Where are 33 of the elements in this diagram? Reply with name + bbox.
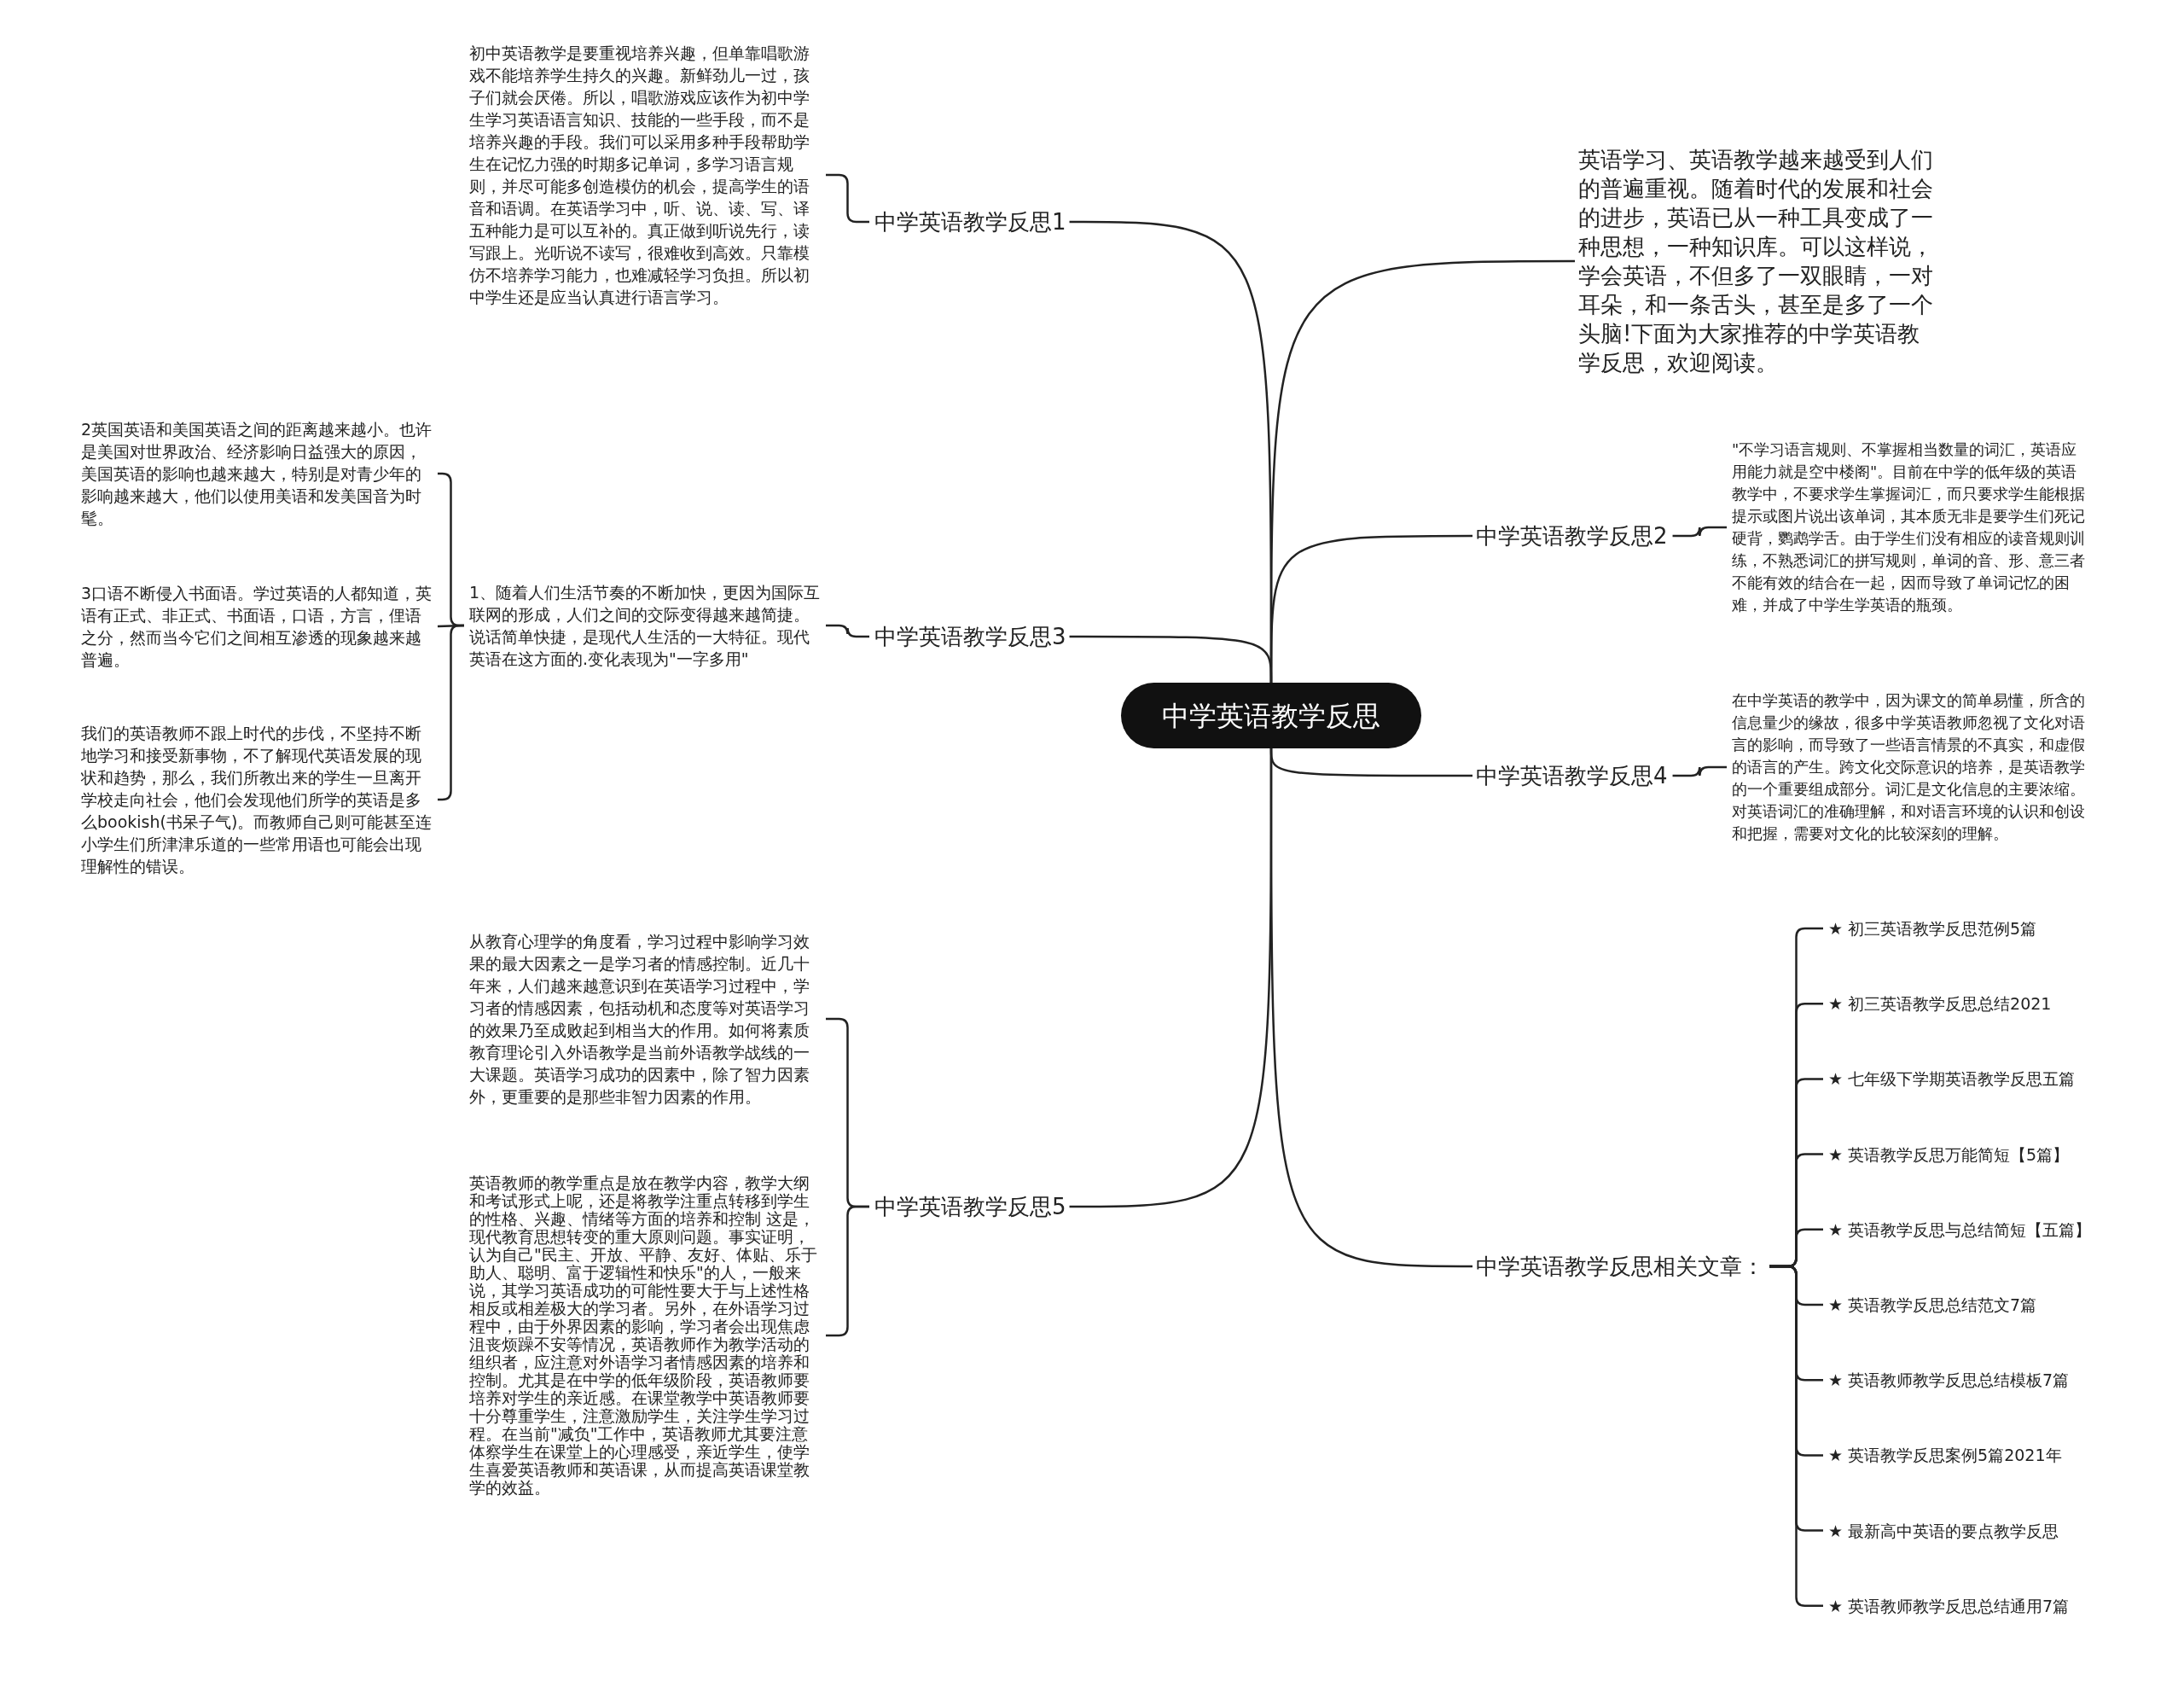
branch-topic: 中学英语教学反思2: [1476, 519, 1668, 553]
connector-line: [1069, 635, 1273, 683]
connector-line: [1269, 748, 1472, 1268]
note-text: 在中学英语的教学中，因为课文的简单易懂，所含的信息量少的缘故，很多中学英语教师忽视了文化对语言的影响，而导致了一些语言情景的不真实，和虚假的语言的产生。跨文化交际意识的培养，是英语教学的一个重要组成部分。词汇是文化信息的主要浓缩。对英语词汇的准确理解，和对语言环境的认识和创设和把握，需要对文化的比较深刻的理解。: [1732, 689, 2090, 845]
branch-topic: 中学英语教学反思3: [874, 620, 1066, 654]
note-text: 初中英语教学是要重视培养兴趣，但单靠唱歌游戏不能培养学生持久的兴趣。新鲜劲儿一过，孩子们就会厌倦。所以，唱歌游戏应该作为初中学生学习英语语言知识、技能的一些手段，而不是培养兴趣的手段。我们可以采用多种手段帮助学生在记忆力强的时期多记单词，多学习语言规则，并尽可能多创造模仿的机会，提高学生的语音和语调。在英语学习中，听、说、读、写、译五种能力是可以互补的。真正做到听说先行，读写跟上。光听说不读写，很难收到高效。只靠模仿不培养学习能力，也难减轻学习负担。所以初中学生还是应当认真进行语言学习。: [469, 42, 821, 308]
note-text: 3口语不断侵入书面语。学过英语的人都知道，英语有正式、非正式、书面语，口语，方言，俚语之分，然而当今它们之间相互渗透的现象越来越普遍。: [81, 582, 433, 671]
note-text: 1、随着人们生活节奏的不断加快，更因为国际互联网的形成，人们之间的交际变得越来越简捷。说话简单快捷，是现代人生活的一大特征。现代英语在这方面的.变化表现为"一字多用": [469, 581, 821, 670]
list-item: ★ 七年级下学期英语教学反思五篇: [1828, 1066, 2076, 1092]
list-item: ★ 英语教学反思总结范文7篇: [1828, 1292, 2037, 1318]
note-text: 英语教师的教学重点是放在教学内容，教学大纲和考试形式上呢，还是将教学注重点转移到学生的性格、兴趣、情绪等方面的培养和控制 这是，现代教育思想转变的重大原则问题。事实证明，认为自己"民主、开放、平静、友好、体贴、乐于助人、聪明、富于逻辑性和快乐"的人，一般来说，其学习英语成功的可能性要大于与上述性格相反或相差极大的学习者。另外，在外语学习过程中，由于外界因素的影响，学习者会出现焦虑沮丧烦躁不安等情况，英语教师作为教学活动的组织者，应注意对外语学习者情感因素的培养和控制。尤其是在中学的低年级阶段，英语教师要培养对学生的亲近感。在课堂教学中英语教师要十分尊重学生，注意激励学生，关注学生学习过程。在当前"减负"工作中，英语教师尤其要注意体察学生在课堂上的心理感受，亲近学生，使学生喜爱英语教师和英语课，从而提高英语课堂教学的效益。: [469, 1174, 821, 1497]
list-item: ★ 英语教师教学反思总结模板7篇: [1828, 1367, 2070, 1394]
connector-line: [1672, 765, 1727, 777]
list-item: ★ 英语教学反思与总结简短【五篇】: [1828, 1216, 2092, 1242]
list-item: ★ 英语教学反思万能简短【5篇】: [1828, 1141, 2070, 1167]
connector-line: [826, 624, 869, 638]
connector-line: [826, 173, 869, 224]
list-item: ★ 英语教师教学反思总结通用7篇: [1828, 1592, 2070, 1619]
branch-topic: 中学英语教学反思相关文章：: [1476, 1249, 1764, 1283]
list-item: ★ 初三英语教学反思总结2021: [1828, 991, 2052, 1017]
list-item: ★ 最新高中英语的要点教学反思: [1828, 1517, 2059, 1544]
root-topic: 中学英语教学反思: [1121, 683, 1421, 748]
list-item: ★ 初三英语教学反思范例5篇: [1828, 916, 2037, 941]
branch-topic: 中学英语教学反思1: [874, 205, 1066, 239]
branch-topic: 中学英语教学反思5: [874, 1190, 1066, 1224]
list-item: ★ 英语教学反思案例5篇2021年: [1828, 1442, 2062, 1469]
note-text: 我们的英语教师不跟上时代的步伐，不坚持不断地学习和接受新事物，不了解现代英语发展的现状和趋势，那么，我们所教出来的学生一旦离开学校走向社会，他们会发现他们所学的英语是多么bookish(书呆子气)。而教师自己则可能甚至连小学生们所津津乐道的一些常用语也可能会出现理解性的错误。: [81, 722, 433, 877]
connector-line: [1672, 526, 1727, 538]
note-text: "不学习语言规则、不掌握相当数量的词汇，英语应用能力就是空中楼阁"。目前在中学的低年级的英语教学中，不要求学生掌握词汇，而只要求学生能根据提示或图片说出该单词，其本质无非是要学生们死记硬背，鹦鹉学舌。由于学生们没有相应的读音规则训练，不熟悉词汇的拼写规则，单词的音、形、意三者不能有效的结合在一起，因而导致了单词记忆的困难，并成了中学生学英语的瓶颈。: [1732, 439, 2090, 616]
note-text: 从教育心理学的角度看，学习过程中影响学习效果的最大因素之一是学习者的情感控制。近几十年来，人们越来越意识到在英语学习过程中，学习者的情感因素，包括动机和态度等对英语学习的效果乃至成败起到相当大的作用。如何将素质教育理论引入外语教学是当前外语教学战线的一大课题。英语学习成功的因素中，除了智力因素外，更重要的是那些非智力因素的作用。: [469, 930, 821, 1108]
intro-text: 英语学习、英语教学越来越受到人们的普遍重视。随着时代的发展和社会的进步，英语已从一种工具变成了一种思想，一种知识库。可以这样说，学会英语，不但多了一双眼睛，一对耳朵，和一条舌头，甚至是多了一个头脑!下面为大家推荐的中学英语教学反思，欢迎阅读。: [1578, 145, 1937, 377]
note-text: 2英国英语和美国英语之间的距离越来越小。也许是美国对世界政治、经济影响日益强大的原因，美国英语的影响也越来越大，特别是对青少年的影响越来越大，他们以使用美语和发美国音为时髦。: [81, 418, 433, 529]
branch-topic: 中学英语教学反思4: [1476, 759, 1668, 793]
